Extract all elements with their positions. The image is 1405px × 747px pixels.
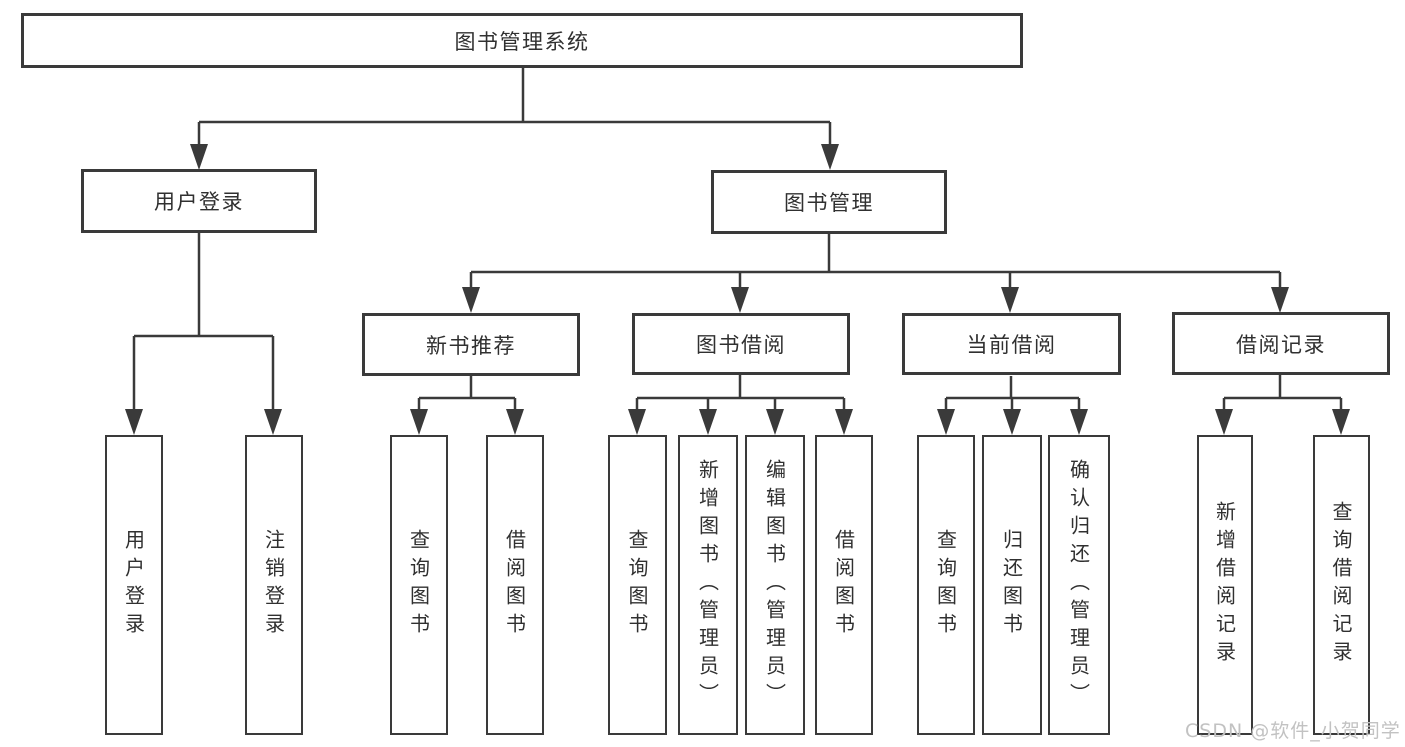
leaf-query-books-3: 查询图书: [917, 435, 975, 735]
leaf-borrow-books-1: 借阅图书: [486, 435, 544, 735]
leaf-query-books-1: 查询图书: [390, 435, 448, 735]
leaf-query-books-2: 查询图书: [608, 435, 667, 735]
connector-lines: [132, 68, 1343, 413]
node-borrowing-records: 借阅记录: [1172, 312, 1390, 375]
leaf-borrow-books-2: 借阅图书: [815, 435, 873, 735]
arrowheads: [125, 144, 1350, 435]
node-current-borrowing: 当前借阅: [902, 313, 1121, 375]
leaf-add-books-admin: 新增图书（管理员）: [678, 435, 738, 735]
node-book-management: 图书管理: [711, 170, 947, 234]
leaf-return-books: 归还图书: [982, 435, 1042, 735]
leaf-add-borrow-record: 新增借阅记录: [1197, 435, 1253, 735]
leaf-edit-books-admin: 编辑图书（管理员）: [745, 435, 805, 735]
leaf-query-borrow-record: 查询借阅记录: [1313, 435, 1370, 735]
csdn-watermark: CSDN @软件_小贺同学: [1185, 720, 1401, 742]
node-book-borrowing: 图书借阅: [632, 313, 850, 375]
node-user-login: 用户登录: [81, 169, 317, 233]
node-new-book-recommendation: 新书推荐: [362, 313, 580, 376]
leaf-user-login: 用户登录: [105, 435, 163, 735]
leaf-logout: 注销登录: [245, 435, 303, 735]
node-root-library-management-system: 图书管理系统: [21, 13, 1023, 68]
leaf-confirm-return-admin: 确认归还（管理员）: [1048, 435, 1110, 735]
